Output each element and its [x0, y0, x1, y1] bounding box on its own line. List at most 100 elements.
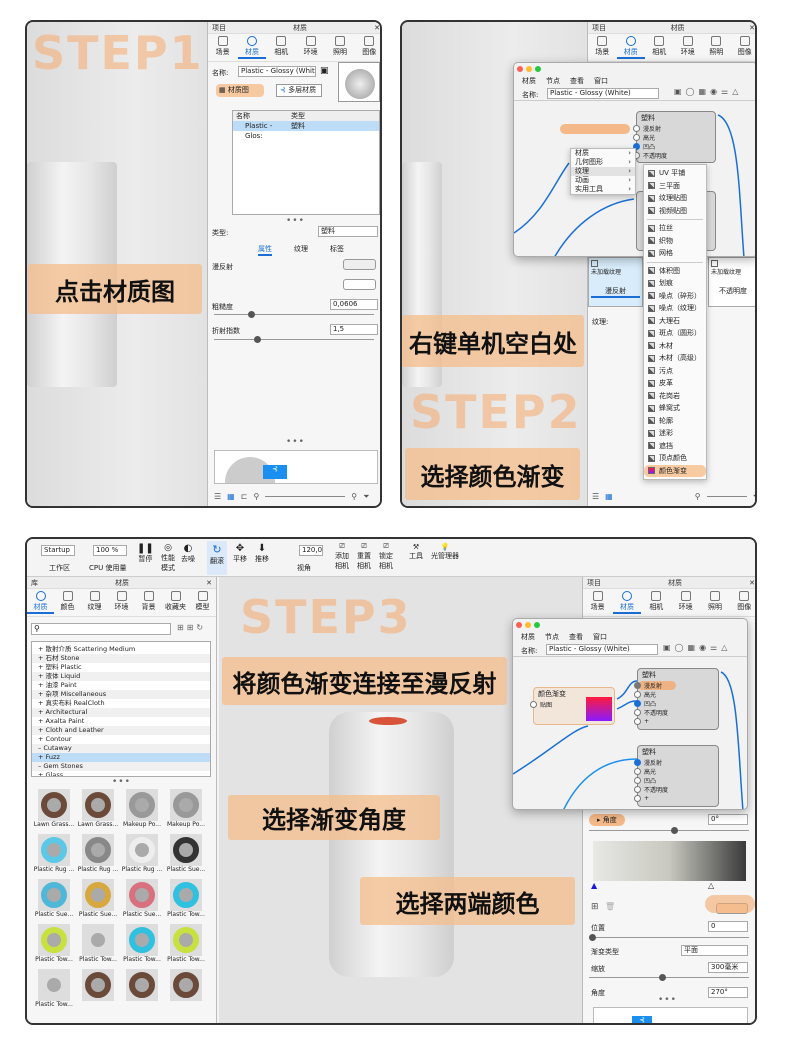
- close-icon[interactable]: ✕: [749, 24, 755, 32]
- menu-node[interactable]: 节点: [546, 77, 560, 85]
- roughness-input[interactable]: 0,0606: [330, 299, 378, 310]
- library-tab[interactable]: 环境: [108, 591, 135, 614]
- submenu-item[interactable]: UV 平铺: [644, 167, 706, 180]
- material-thumbnail[interactable]: Plastic Sue...: [33, 879, 75, 918]
- angle-slider[interactable]: [589, 827, 749, 834]
- library-search-input[interactable]: ⚲: [31, 623, 171, 635]
- library-tab[interactable]: 模型: [189, 591, 216, 614]
- trash-icon[interactable]: 🗑: [605, 902, 616, 911]
- pan-button[interactable]: ✥平移: [233, 543, 247, 563]
- material-thumbnail[interactable]: Plastic Rug ...: [77, 834, 119, 873]
- menu-item-texture[interactable]: 纹理›: [571, 167, 635, 176]
- submenu-item[interactable]: 花岗岩: [644, 390, 706, 403]
- subtab-properties[interactable]: 属性: [258, 244, 272, 256]
- submenu-item[interactable]: 迷彩: [644, 427, 706, 440]
- gradient-stop-end[interactable]: △: [708, 881, 715, 890]
- material-thumbnail[interactable]: Plastic Tow...: [121, 924, 163, 963]
- material-thumbnail[interactable]: Makeup Po...: [165, 789, 207, 828]
- view-controls[interactable]: ☰▦⊏⚲⚲⏷: [214, 492, 370, 502]
- material-thumbnail[interactable]: Plastic Sue...: [165, 834, 207, 873]
- submenu-item[interactable]: 大理石: [644, 315, 706, 328]
- tree-item[interactable]: + Contour: [38, 735, 72, 743]
- menu-window[interactable]: 窗口: [594, 77, 608, 85]
- tab-camera[interactable]: 相机: [645, 36, 673, 59]
- roughness-slider[interactable]: [214, 311, 374, 318]
- tab-image[interactable]: 图像: [731, 36, 755, 59]
- tumble-button[interactable]: ↻翻滚: [207, 541, 227, 575]
- menu-item-material[interactable]: 材质›: [575, 149, 631, 157]
- submenu-item[interactable]: 拉丝: [644, 222, 706, 235]
- pause-button[interactable]: ❚❚暂停: [137, 543, 154, 563]
- graph-toolbar-icons[interactable]: ▣◯▦◉⚌△: [674, 87, 743, 96]
- scale-slider[interactable]: [589, 974, 749, 981]
- submenu-item[interactable]: 污点: [644, 365, 706, 378]
- tab-camera[interactable]: 相机: [267, 36, 295, 59]
- tree-item[interactable]: + 真实布料 RealCloth: [38, 699, 105, 707]
- tab-image[interactable]: 图像: [355, 36, 380, 59]
- denoise-button[interactable]: ◐去噪: [181, 543, 195, 563]
- submenu-item[interactable]: 遮挡: [644, 440, 706, 453]
- tree-item[interactable]: – Cutaway: [32, 744, 210, 753]
- position-input[interactable]: 0: [708, 921, 748, 932]
- gradient-stop-start[interactable]: ▲: [591, 881, 598, 890]
- material-thumbnail[interactable]: [121, 969, 163, 1008]
- name-input[interactable]: Plastic - Glossy (White): [546, 644, 658, 655]
- tab-scene[interactable]: 场景: [584, 591, 612, 614]
- submenu-item[interactable]: 顶点颜色: [644, 452, 706, 465]
- material-thumbnail[interactable]: Plastic Tow...: [77, 924, 119, 963]
- tree-item[interactable]: + Fuzz: [32, 753, 210, 762]
- dolly-button[interactable]: ⬇推移: [255, 543, 269, 563]
- diffuse-color[interactable]: [343, 259, 376, 270]
- ior-input[interactable]: 1,5: [330, 324, 378, 335]
- subtab-label[interactable]: 标签: [330, 245, 344, 253]
- tab-material[interactable]: 材质: [237, 36, 266, 59]
- tree-item[interactable]: + Architectural: [32, 708, 210, 717]
- material-thumbnail[interactable]: Plastic Tow...: [33, 969, 75, 1008]
- menu-item-geometry[interactable]: 几何图形›: [575, 158, 631, 166]
- col-name[interactable]: 名称: [236, 112, 250, 120]
- multi-layer-button[interactable]: ⊰ 多层材质: [276, 84, 322, 97]
- workspace-select[interactable]: Startup: [41, 545, 75, 556]
- view-controls[interactable]: ☰▦⚲⏷: [592, 492, 755, 502]
- texture-card-diffuse[interactable]: 未加载纹理漫反射: [588, 257, 643, 307]
- library-tab[interactable]: 收藏夹: [162, 591, 189, 614]
- specular-color[interactable]: [343, 279, 376, 290]
- material-thumbnail[interactable]: Plastic Sue...: [77, 879, 119, 918]
- submenu-item[interactable]: 噪点（纹理）: [644, 302, 706, 315]
- tree-item[interactable]: + 塑料 Plastic: [38, 663, 82, 671]
- submenu-item[interactable]: 斑点（圆形）: [644, 327, 706, 340]
- library-tab[interactable]: 背景: [135, 591, 162, 614]
- tree-item[interactable]: + Glass: [38, 771, 64, 777]
- name-input[interactable]: Plastic - Glossy (White): [547, 88, 659, 99]
- submenu-item[interactable]: 网格: [644, 247, 706, 260]
- submenu-item[interactable]: 蜂窝式: [644, 402, 706, 415]
- tree-item[interactable]: + 液体 Liquid: [32, 672, 210, 681]
- tab-lighting[interactable]: 照明: [701, 591, 729, 614]
- type-select[interactable]: 塑料: [318, 226, 378, 237]
- tab-environment[interactable]: 环境: [674, 36, 702, 59]
- name-input[interactable]: Plastic - Glossy (White): [238, 66, 316, 77]
- submenu-item[interactable]: 划痕: [644, 277, 706, 290]
- tree-item[interactable]: + Axalta Paint: [38, 717, 85, 725]
- submenu-item[interactable]: 织物: [644, 235, 706, 248]
- performance-mode-button[interactable]: ◎性能模式: [161, 543, 175, 572]
- library-tab[interactable]: 纹理: [81, 591, 108, 614]
- material-thumbnail[interactable]: Plastic Tow...: [165, 924, 207, 963]
- plastic-node[interactable]: 塑料 漫反射 高光 凹凸 不透明度: [633, 111, 716, 163]
- plastic-node[interactable]: 塑料 漫反射 高光 凹凸 不透明度 +: [634, 668, 719, 730]
- tab-camera[interactable]: 相机: [642, 591, 670, 614]
- tab-environment[interactable]: 环境: [672, 591, 700, 614]
- menu-node[interactable]: 节点: [545, 633, 559, 641]
- tree-item[interactable]: + 散射介质 Scattering Medium: [38, 645, 136, 653]
- tab-material[interactable]: 材质: [612, 591, 641, 614]
- more-dots[interactable]: •••: [112, 777, 131, 787]
- submenu-item[interactable]: 视频贴图: [644, 205, 706, 218]
- list-item[interactable]: Plastic - Glos:塑料: [233, 121, 379, 140]
- menu-window[interactable]: 窗口: [593, 633, 607, 641]
- tab-scene[interactable]: 场景: [209, 36, 237, 59]
- material-thumbnail[interactable]: Plastic Tow...: [33, 924, 75, 963]
- close-icon[interactable]: ✕: [206, 579, 212, 587]
- menu-item-animation[interactable]: 动画›: [575, 176, 631, 184]
- tree-item[interactable]: + 石材 Stone: [32, 654, 210, 663]
- menu-view[interactable]: 查看: [570, 77, 584, 85]
